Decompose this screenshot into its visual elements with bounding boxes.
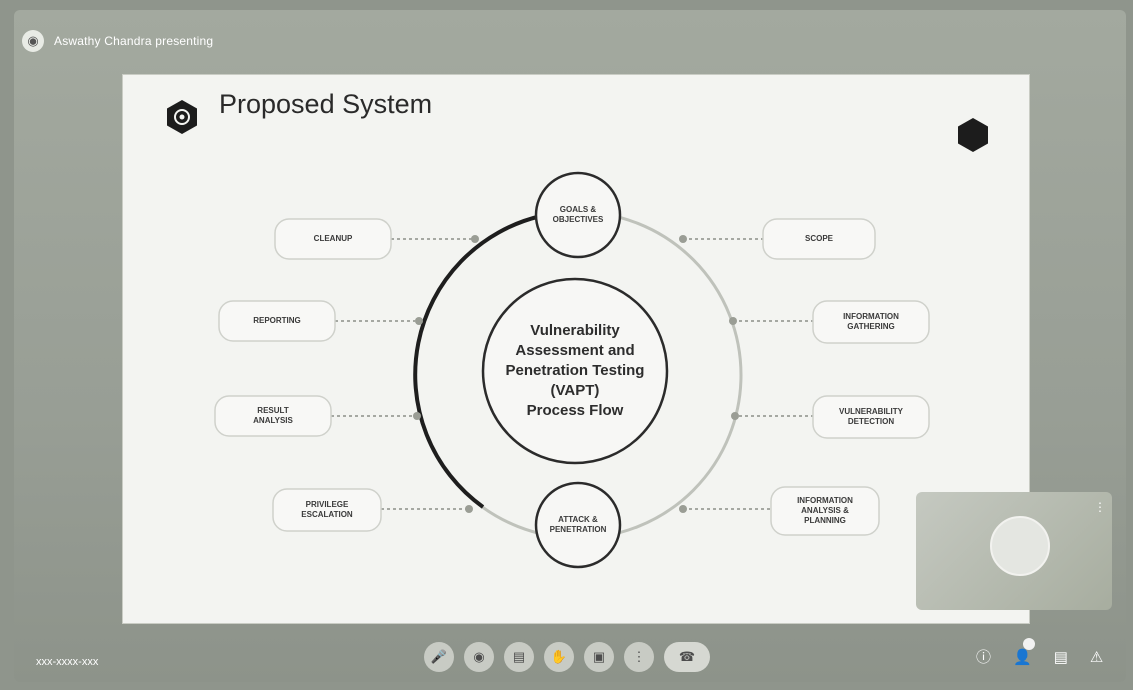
node-privilege: PRIVILEGE ESCALATION <box>301 500 353 519</box>
people-icon: 👤 <box>1013 648 1032 666</box>
presenter-label: Aswathy Chandra presenting <box>54 34 214 48</box>
raise-hand-button[interactable]: ✋ <box>544 642 574 672</box>
hand-icon: ✋ <box>550 649 568 664</box>
activities-icon: ⚠ <box>1089 648 1104 666</box>
center-title: Vulnerability Assessment and Penetration… <box>475 321 675 421</box>
notification-badge <box>1023 637 1036 650</box>
more-icon: ⋮ <box>632 649 646 664</box>
node-cleanup: CLEANUP <box>313 234 353 243</box>
center-line-1: Vulnerability <box>530 322 620 339</box>
leave-call-button[interactable]: ☎ <box>664 642 710 672</box>
more-button[interactable]: ⋮ <box>624 642 654 672</box>
meeting-code: xxx-xxxx-xxx <box>36 656 99 668</box>
activities-button[interactable]: ⚠ <box>1090 648 1103 666</box>
presenter-banner: ◉ Aswathy Chandra presenting <box>22 26 213 56</box>
info-button[interactable]: ⓘ <box>976 646 991 667</box>
present-button[interactable]: ▣ <box>584 642 614 672</box>
center-line-2: Assessment and <box>515 342 635 359</box>
node-scope: SCOPE <box>804 234 834 243</box>
mic-icon: 🎤 <box>430 649 448 664</box>
center-line-3: Penetration Testing <box>505 362 645 379</box>
captions-button[interactable]: ▤ <box>504 642 534 672</box>
gear-logo-icon <box>167 100 197 134</box>
mic-button[interactable]: 🎤 <box>424 642 454 672</box>
people-button[interactable]: 👤 <box>1013 637 1036 666</box>
node-vuln-detection: VULNERABILITY DETECTION <box>839 407 903 426</box>
node-attack: ATTACK & PENETRATION <box>549 515 607 534</box>
present-icon: ▣ <box>592 649 606 664</box>
info-icon: ⓘ <box>976 649 992 666</box>
chat-button[interactable]: ▤ <box>1054 648 1068 666</box>
node-goals: GOALS & OBJECTIVES <box>552 205 604 224</box>
node-result-analysis: RESULT ANALYSIS <box>253 406 293 425</box>
center-line-5: Process Flow <box>526 402 624 419</box>
slide-title: Proposed System <box>219 89 433 119</box>
more-options-icon[interactable]: ⋮ <box>1094 500 1106 514</box>
avatar <box>990 516 1050 576</box>
phone-icon: ☎ <box>678 649 696 664</box>
node-reporting: REPORTING <box>253 316 301 325</box>
vapt-diagram <box>214 171 930 569</box>
presentation-icon: ◉ <box>22 30 44 52</box>
meeting-tools: ⓘ 👤 ▤ ⚠ <box>976 637 1103 667</box>
center-line-4: (VAPT) <box>550 382 600 399</box>
node-analysis-planning: INFORMATION ANALYSIS & PLANNING <box>797 496 853 525</box>
call-controls-bar: xxx-xxxx-xxx 🎤 ◉ ▤ ✋ ▣ ⋮ ☎ ⓘ 👤 ▤ ⚠ <box>0 632 1133 688</box>
captions-icon: ▤ <box>512 649 526 664</box>
hexagon-icon <box>958 118 988 152</box>
camera-button[interactable]: ◉ <box>464 642 494 672</box>
chat-icon: ▤ <box>1053 648 1068 666</box>
call-controls: 🎤 ◉ ▤ ✋ ▣ ⋮ ☎ <box>424 642 710 672</box>
node-info-gathering: INFORMATION GATHERING <box>843 312 899 331</box>
self-video-tile[interactable]: ⋮ <box>916 492 1112 610</box>
camera-icon: ◉ <box>473 649 485 664</box>
shared-slide: Proposed System <box>122 74 1030 624</box>
